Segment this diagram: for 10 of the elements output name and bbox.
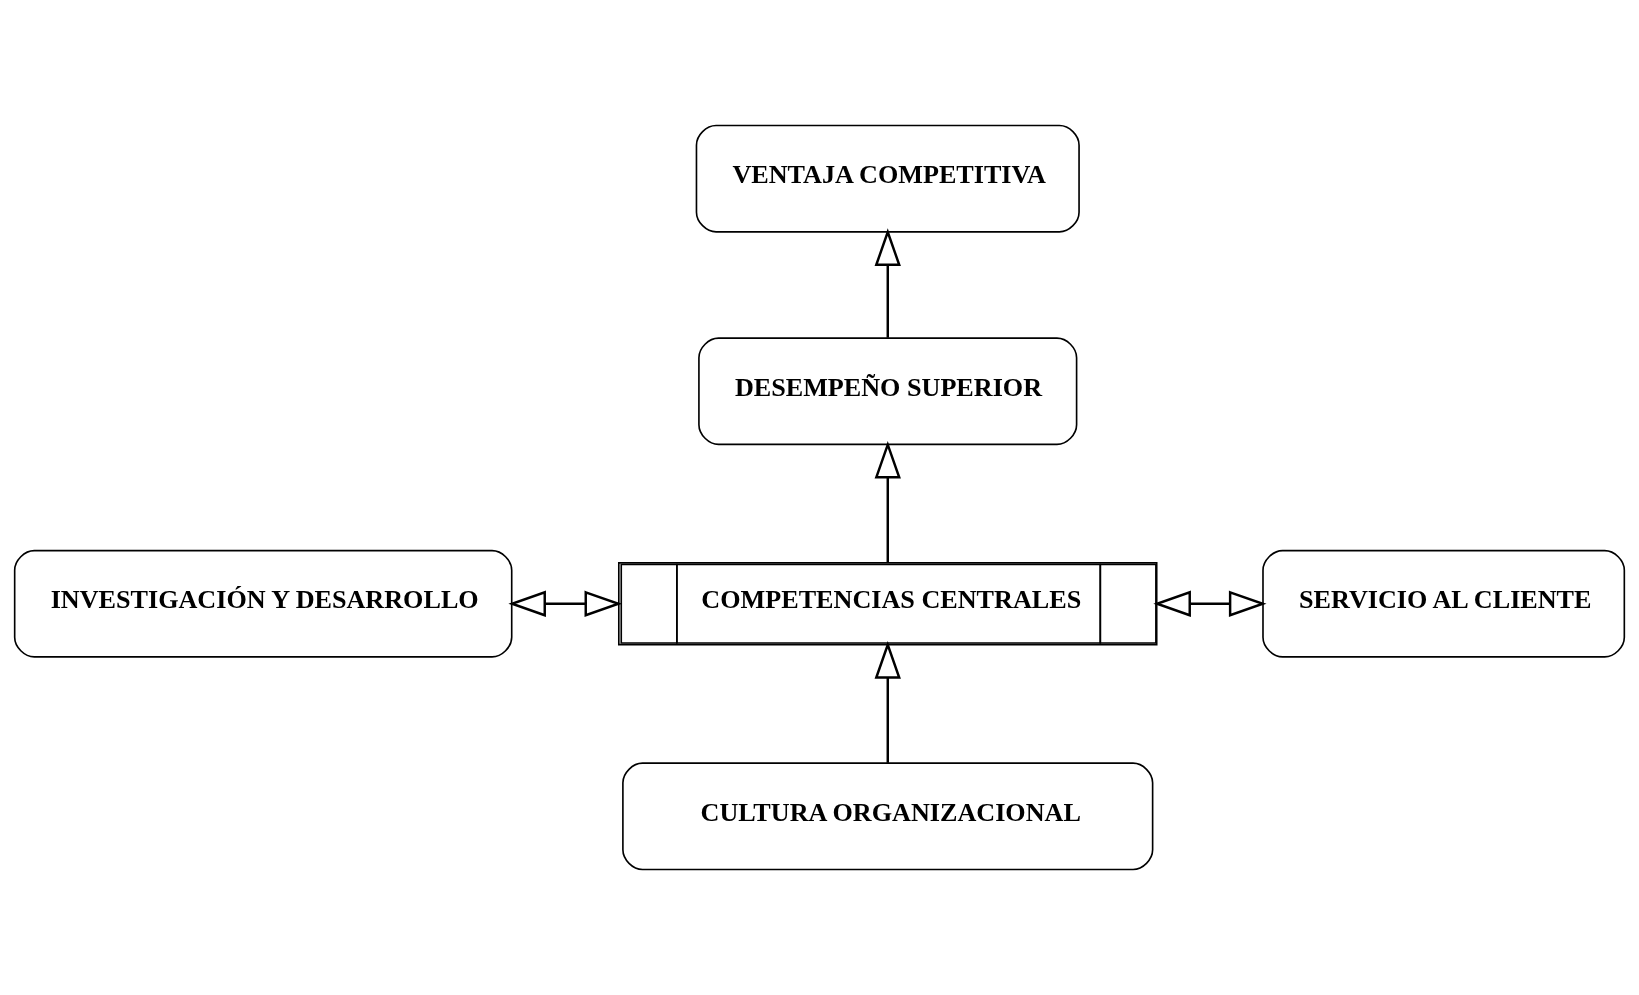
arrow [1153, 590, 1267, 617]
node-box: CULTURA ORGANIZACIONAL [622, 762, 1154, 871]
arrow [874, 440, 901, 563]
arrow [508, 590, 623, 617]
node-box: SERVICIO AL CLIENTE [1262, 549, 1626, 658]
node-box: DESEMPEÑO SUPERIOR [698, 337, 1078, 446]
arrow [874, 641, 901, 763]
node-box: VENTAJA COMPETITIVA [695, 124, 1080, 233]
node-box: INVESTIGACIÓN Y DESARROLLO [13, 549, 513, 658]
arrow [874, 228, 901, 338]
